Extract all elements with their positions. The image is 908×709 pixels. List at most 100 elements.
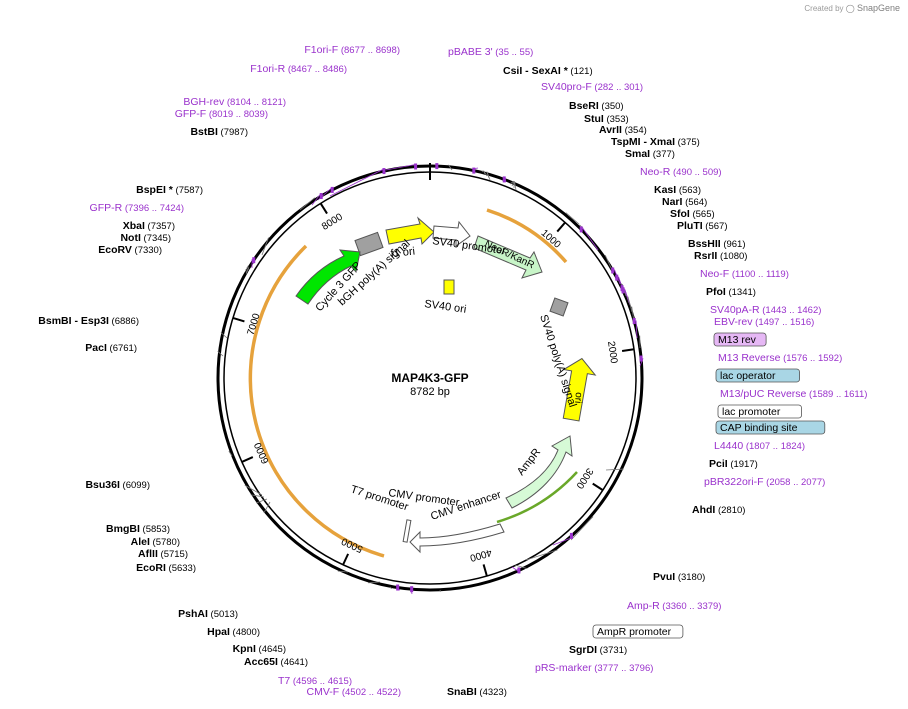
site-name: GFP-F (8019 .. 8039) xyxy=(175,108,268,120)
site-position: (4645) xyxy=(256,644,286,655)
site-label-box xyxy=(715,368,800,383)
site-leader-line xyxy=(329,168,384,197)
site-name: XbaI (7357) xyxy=(123,220,175,232)
site-position: (35 .. 55) xyxy=(493,47,534,58)
site-position: (8104 .. 8121) xyxy=(224,97,286,108)
site-position: (1080) xyxy=(717,251,747,262)
site-label: GFP-F (8019 .. 8039) xyxy=(175,108,268,120)
site-leader-line xyxy=(627,296,633,313)
site-label: F1ori-R (8467 .. 8486) xyxy=(250,63,347,75)
site-position: (3731) xyxy=(597,645,627,656)
site-name-text: BspEI * xyxy=(136,184,174,196)
feature-label-sv40-polya: SV40 poly(A) signal xyxy=(537,313,578,409)
primer-mark xyxy=(639,355,643,362)
site-position: (490 .. 509) xyxy=(670,167,721,178)
site-label: Neo-F (1100 .. 1119) xyxy=(700,268,789,280)
site-name-text: PciI xyxy=(709,458,728,470)
site-name: PciI (1917) xyxy=(709,458,758,470)
site-position: (564) xyxy=(682,197,707,208)
site-label: HpaI (4800) xyxy=(207,626,260,638)
site-label: BspEI * (7587) xyxy=(136,184,203,196)
site-name: SgrDI (3731) xyxy=(569,644,627,656)
site-name: BmgBI (5853) xyxy=(106,523,170,535)
site-name-text: CMV-F xyxy=(307,686,340,698)
site-position: (5715) xyxy=(158,549,188,560)
site-leader-line xyxy=(565,212,580,225)
site-name: PacI (6761) xyxy=(85,342,137,354)
site-label: SfoI (565) xyxy=(670,208,715,220)
site-name: SmaI (377) xyxy=(625,148,675,160)
site-name-text: StuI xyxy=(584,113,604,125)
feature-label-ampr: AmpR xyxy=(515,446,543,478)
site-position: (121) xyxy=(568,66,593,77)
site-label: M13 Reverse (1576 .. 1592) xyxy=(718,352,842,364)
site-leader-line xyxy=(385,164,416,171)
site-leader-line xyxy=(256,498,268,504)
site-name-text: SgrDI xyxy=(569,644,597,656)
site-leader-line xyxy=(604,255,613,271)
site-name-text: F1ori-R xyxy=(250,63,285,75)
site-position: (567) xyxy=(703,221,728,232)
site-name-text: SmaI xyxy=(625,148,650,160)
site-name-text: Acc65I xyxy=(244,656,278,668)
site-name-text: F1ori-F xyxy=(304,44,338,56)
primer-mark xyxy=(615,274,619,281)
site-name: PluTI (567) xyxy=(677,220,728,232)
site-label: L4440 (1807 .. 1824) xyxy=(714,440,805,452)
site-name: NotI (7345) xyxy=(120,232,171,244)
site-name: BsmBI - Esp3I (6886) xyxy=(38,315,139,327)
site-label: AvrII (354) xyxy=(599,124,647,136)
orf-arc-right-green xyxy=(496,471,578,524)
site-label: BsmBI - Esp3I (6886) xyxy=(38,315,139,327)
site-label: SV40pro-F (282 .. 301) xyxy=(541,81,643,93)
primer-mark xyxy=(569,532,573,539)
site-name-text: NotI xyxy=(120,232,140,244)
site-annotations: pBABE 3' (35 .. 55)CsiI - SexAI * (121)S… xyxy=(38,44,867,698)
site-position: (353) xyxy=(604,114,629,125)
site-position: (8467 .. 8486) xyxy=(285,64,347,75)
site-leader-line xyxy=(261,237,269,256)
site-name-text-2: - XmaI xyxy=(641,136,676,148)
site-name: CsiI - SexAI * (121) xyxy=(503,65,593,77)
site-label: CsiI - SexAI * (121) xyxy=(503,65,593,77)
site-position: (350) xyxy=(599,101,624,112)
site-position: (565) xyxy=(690,209,715,220)
plasmid-length: 8782 bp xyxy=(410,386,450,398)
primer-mark xyxy=(472,167,476,174)
site-name: lac promoter xyxy=(722,406,781,418)
site-name-text: AflII xyxy=(138,548,158,560)
scale-label: 5000 xyxy=(340,535,365,555)
site-label: EcoRV (7330) xyxy=(98,244,162,256)
site-label-box xyxy=(717,404,802,419)
site-name-text: CsiI xyxy=(503,65,522,77)
primer-mark xyxy=(611,267,615,274)
credit-prefix: Created by xyxy=(804,4,844,13)
scale-label: 8000 xyxy=(320,211,345,232)
site-label: NarI (564) xyxy=(662,196,707,208)
site-name-text: pBR322ori-F xyxy=(704,476,764,488)
site-name-text: PacI xyxy=(85,342,107,354)
feature-sv40-promoter-arrow xyxy=(432,220,471,247)
site-label: M13 rev xyxy=(713,332,767,347)
snapgene-logo-icon: ◯ xyxy=(845,4,855,13)
site-position: (6099) xyxy=(120,480,150,491)
site-label: PshAI (5013) xyxy=(178,608,238,620)
site-label: SgrDI (3731) xyxy=(569,644,627,656)
site-leader-line xyxy=(244,484,263,496)
site-label: BssHII (961) xyxy=(688,238,746,250)
site-label: lac promoter xyxy=(717,404,802,419)
feature-f1-ori-arrow xyxy=(385,216,435,246)
site-label-box xyxy=(713,332,767,347)
site-label: XbaI (7357) xyxy=(123,220,175,232)
site-position: (1100 .. 1119) xyxy=(729,269,789,280)
site-name: CMV-F (4502 .. 4522) xyxy=(307,686,401,698)
site-name: NarI (564) xyxy=(662,196,707,208)
orf-arc-top-right xyxy=(486,208,568,264)
feature-cmv-enhancer-arrow xyxy=(409,523,505,554)
site-leader-line xyxy=(486,171,491,181)
scale-tick xyxy=(319,202,328,215)
site-position: (1497 .. 1516) xyxy=(753,317,815,328)
scale-label: 2000 xyxy=(605,341,619,365)
site-label: AleI (5780) xyxy=(131,536,180,548)
